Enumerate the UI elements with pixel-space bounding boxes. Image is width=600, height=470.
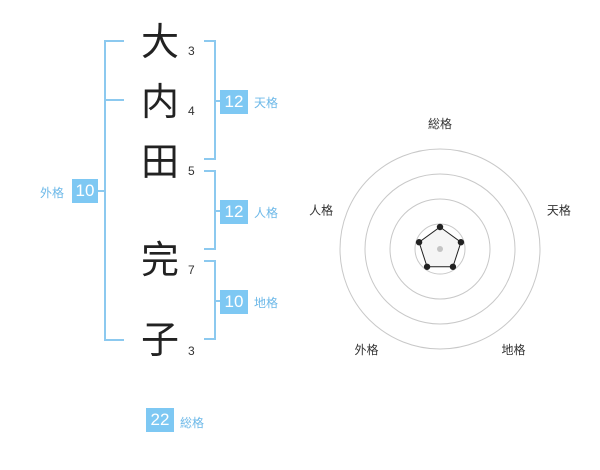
radar-ring-3 [364,173,516,325]
radar-axis-label-3: 地格 [501,342,525,357]
radar-center [437,246,443,252]
radar-axis-label-1: 総格 [428,116,452,131]
gaikaku-badge: 10 [72,179,98,203]
name-char-4: 完 [140,238,179,282]
radar-point-2 [457,239,465,246]
name-char-2: 内 [140,80,179,124]
name-char-3: 田 [140,140,179,184]
name-char-1: 大 [140,20,179,64]
stroke-count-5: 3 [188,344,195,358]
radar-point-4 [423,263,431,270]
radar-point-3 [449,263,457,270]
tenkaku-badge: 12 [220,90,248,114]
name-char-5: 子 [140,318,179,362]
chikaku-badge: 10 [220,290,248,314]
radar-ring-4 [339,148,541,350]
gaikaku-label: 外格 [40,186,65,200]
tenkaku-label: 天格 [254,96,279,110]
radar-point-5 [415,239,423,246]
chikaku-label: 地格 [254,296,279,310]
radar-point-1 [436,223,444,231]
soukaku-label: 総格 [180,416,205,430]
radar-ring-2 [389,198,491,300]
radar-axis-label-4: 外格 [355,342,379,357]
stroke-count-1: 3 [188,44,195,58]
stroke-count-3: 5 [188,164,195,178]
jinkaku-badge: 12 [220,200,248,224]
soukaku-badge: 22 [146,408,174,432]
stroke-count-4: 7 [188,263,195,277]
radar-axis-label-5: 人格 [309,202,333,217]
jinkaku-label: 人格 [254,206,279,220]
radar-series-polygon [418,226,462,268]
stroke-count-2: 4 [188,104,195,118]
radar-axis-label-2: 天格 [547,202,571,217]
